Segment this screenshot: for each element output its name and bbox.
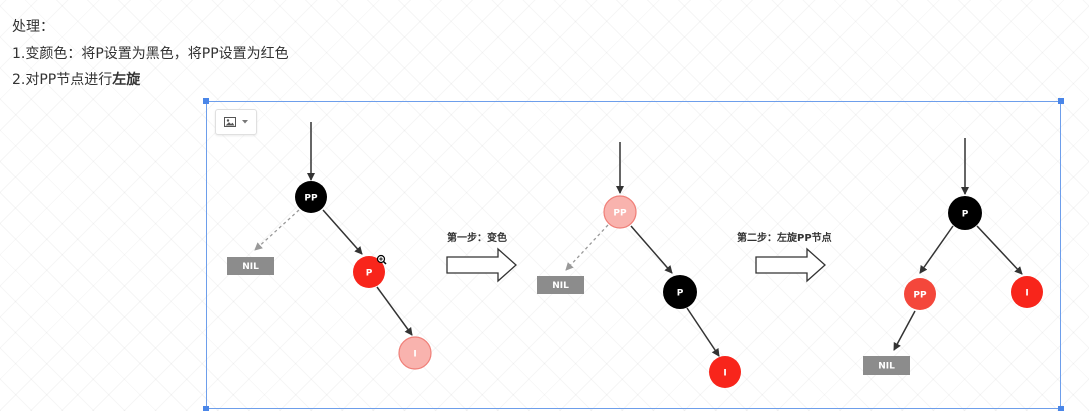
node-i-2-label: I: [723, 369, 726, 379]
node-i-label: I: [413, 350, 416, 360]
step2-indicator: 第二步：左旋PP节点: [737, 231, 832, 283]
nil-box-3: [863, 356, 910, 375]
red-black-tree-diagram: PP NIL P I 第一步：变色: [227, 122, 1043, 388]
nil-label: NIL: [242, 262, 259, 272]
node-p-3: [948, 196, 982, 230]
node-pp-3-label: PP: [913, 291, 927, 301]
resize-handle-top-right[interactable]: [1058, 98, 1064, 104]
tree-before: PP NIL P I: [227, 122, 432, 370]
step-two-prefix: 2.对PP节点进行: [12, 72, 113, 88]
edge-p-pp-3: [919, 225, 954, 274]
edge-pp-p-2: [630, 225, 673, 274]
node-i-3: [1011, 276, 1043, 308]
nil-label-2: NIL: [552, 281, 569, 291]
edge-p-i-3: [976, 225, 1023, 275]
node-p: [353, 256, 385, 288]
edge-pp-nil-3: [893, 310, 916, 351]
node-pp-3: [904, 278, 936, 310]
node-i-3-label: I: [1025, 289, 1028, 299]
step2-label: 第二步：左旋PP节点: [737, 231, 832, 244]
nil-box-2: [537, 276, 584, 294]
node-p-2: [663, 275, 697, 309]
step2-arrow: [755, 247, 826, 283]
nil-box: [227, 257, 274, 275]
edge-p-i: [376, 286, 413, 336]
heading-text: 处理：: [12, 19, 54, 35]
image-icon: [224, 117, 236, 127]
step1-arrow: [446, 247, 517, 283]
node-i-2: [709, 356, 741, 388]
step1-indicator: 第一步：变色: [446, 231, 517, 283]
node-p-label: P: [366, 269, 373, 279]
resize-handle-bottom-right[interactable]: [1058, 406, 1064, 411]
node-pp-2-label: PP: [613, 209, 627, 219]
step-two-bold: 左旋: [112, 72, 141, 88]
zoom-in-icon: [376, 254, 387, 265]
step-two-text: 2.对PP节点进行左旋: [12, 70, 140, 90]
image-options-button[interactable]: [215, 109, 257, 135]
selected-image-frame[interactable]: PP NIL P I 第一步：变色: [203, 98, 1064, 411]
edge-pp-nil-2: [565, 224, 609, 271]
node-pp-2: [603, 195, 637, 229]
node-p-2-label: P: [677, 289, 684, 299]
resize-handle-top-left[interactable]: [203, 98, 209, 104]
chevron-down-icon: [242, 120, 248, 124]
edge-p-i-2: [686, 307, 720, 357]
node-p-3-label: P: [962, 210, 969, 220]
tree-after-recolor: PP NIL P I: [537, 142, 741, 388]
edge-pp-nil: [254, 209, 300, 251]
tree-after-rotation: P PP I NIL: [863, 138, 1043, 375]
node-i: [398, 336, 432, 370]
node-pp: [295, 181, 327, 213]
nil-label-3: NIL: [878, 362, 895, 372]
step-one-text: 1.变颜色：将P设置为黑色，将PP设置为红色: [12, 46, 289, 62]
edge-pp-p: [322, 209, 363, 255]
step1-label: 第一步：变色: [447, 231, 507, 244]
node-pp-label: PP: [304, 194, 318, 204]
resize-handle-bottom-left[interactable]: [203, 406, 209, 411]
